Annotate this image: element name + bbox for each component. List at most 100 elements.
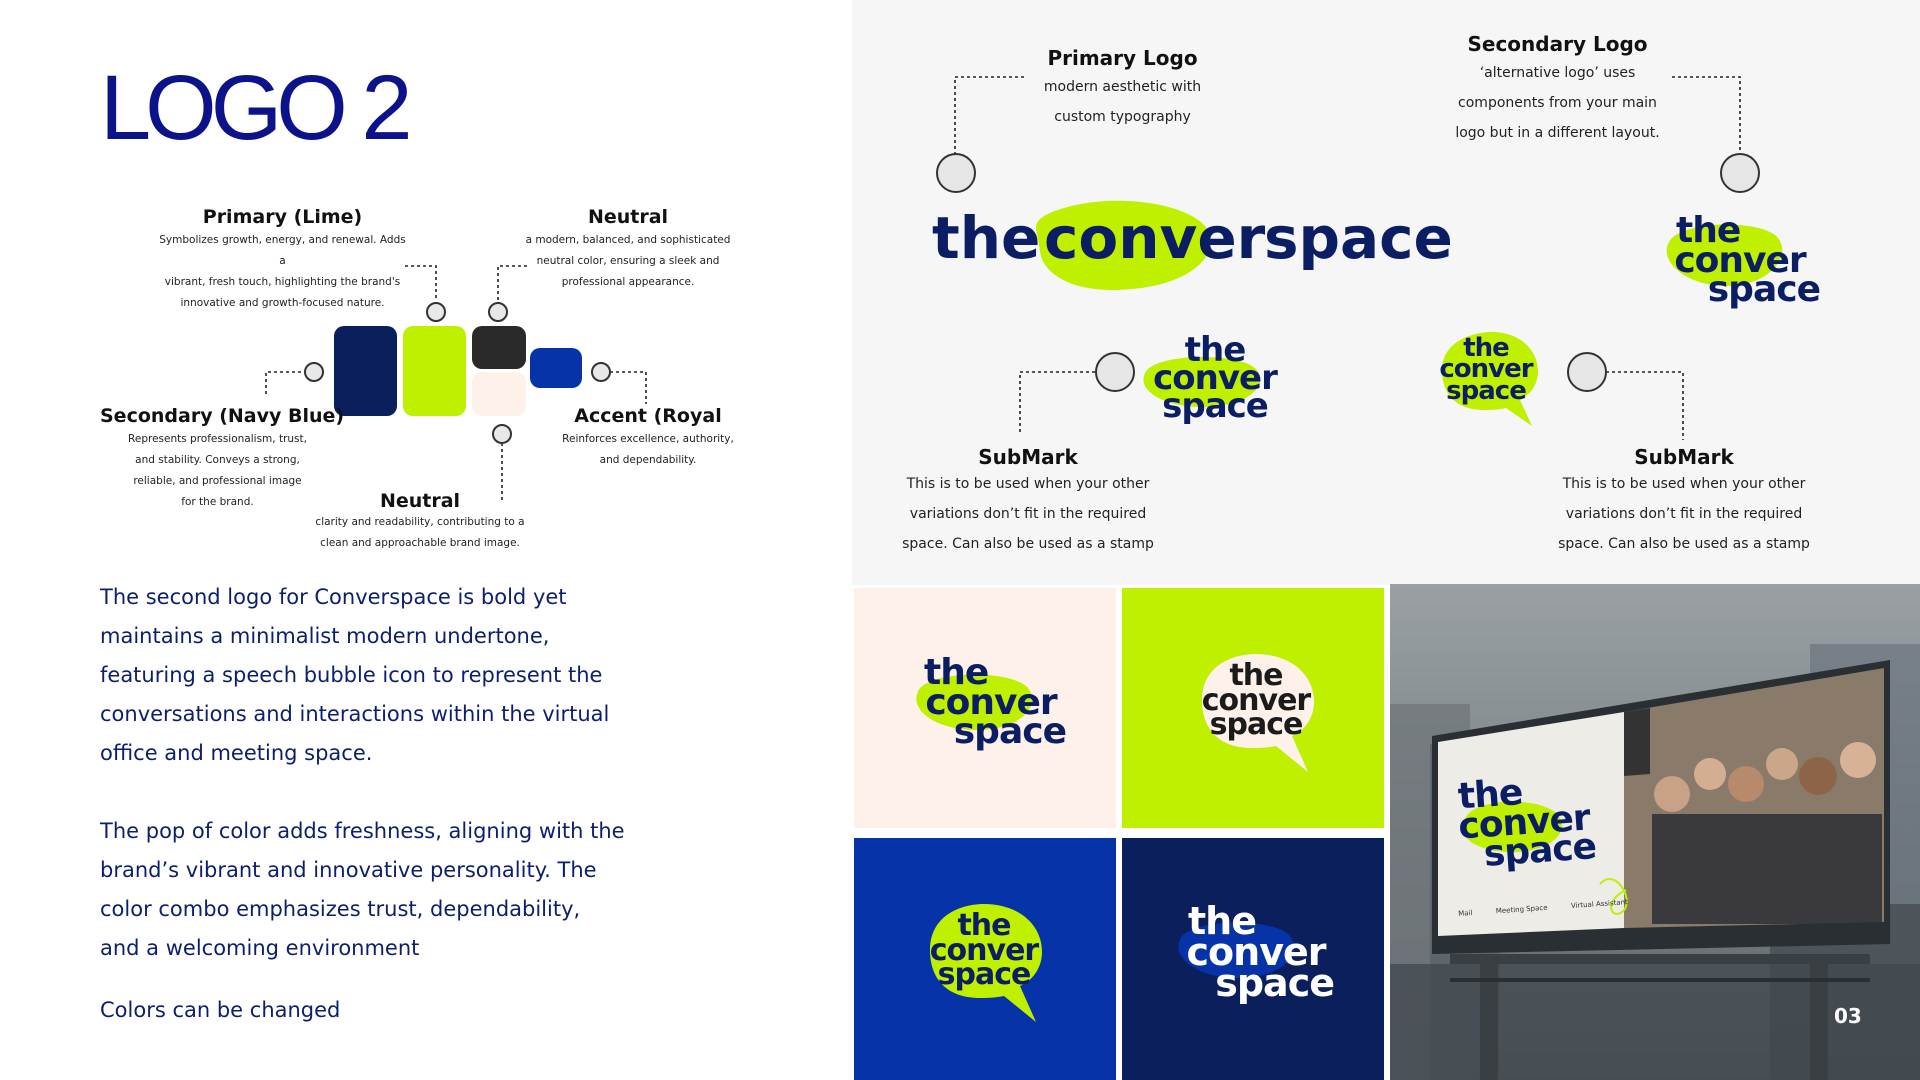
logo-word-space: space <box>1209 707 1304 743</box>
speech-bubble-icon <box>1202 654 1314 772</box>
color-desc-line: reliable, and professional image <box>133 475 302 487</box>
color-title: Accent (Royal <box>574 405 722 427</box>
color-desc-line: vibrant, fresh touch, highlighting the b… <box>164 276 401 288</box>
tile-logo-text: the conver space <box>916 652 1067 753</box>
billboard-logo-text: the conver space <box>1451 772 1598 875</box>
secondary-logo-text: the conver space <box>1660 210 1821 311</box>
label-desc-line: modern aesthetic with <box>1043 79 1202 95</box>
label-secondary-logo: Secondary Logo ‘alternative logo’ uses c… <box>1430 32 1685 148</box>
logo-word-conver: conver <box>1439 354 1533 385</box>
logo-word-conver: conver <box>1186 930 1327 975</box>
connector-dot-neutral-light <box>492 424 512 444</box>
logo-word-space: space <box>1162 385 1269 426</box>
logo-word-the: the <box>1188 899 1257 943</box>
label-desc-line: variations don’t fit in the required <box>909 506 1147 522</box>
billboard-footer-item: Mail <box>1457 908 1473 918</box>
color-title: Secondary (Navy Blue) <box>100 405 345 427</box>
logo-word-the: the <box>1229 658 1283 693</box>
color-desc-line: and stability. Conveys a strong, <box>135 454 300 466</box>
logo-tile-navy: the conver space <box>1122 838 1384 1080</box>
body-paragraph-2: The pop of color adds freshness, alignin… <box>100 812 740 968</box>
logo-word-conver: conver <box>1044 204 1266 272</box>
lime-blob-shape <box>1666 224 1783 286</box>
page-number: 03 <box>1834 1004 1862 1028</box>
logo-word-conver: conver <box>1674 239 1806 281</box>
label-primary-logo: Primary Logo modern aesthetic with custo… <box>1000 46 1245 132</box>
label-submark-1: SubMark This is to be used when your oth… <box>888 445 1168 559</box>
color-desc-line: Symbolizes growth, energy, and renewal. … <box>159 234 406 267</box>
logo-word-the: the <box>924 652 989 693</box>
logo-connectors <box>954 76 1741 440</box>
body-line: conversations and interactions within th… <box>100 702 610 726</box>
swatch-cream <box>472 372 526 416</box>
swatch-royal <box>530 348 582 388</box>
palette-connectors <box>265 265 647 503</box>
label-desc-line: logo but in a different layout. <box>1455 125 1660 141</box>
color-title: Neutral <box>587 206 669 228</box>
label-desc-line: ‘alternative logo’ uses <box>1479 65 1636 81</box>
logo-word-space: space <box>1215 961 1335 1006</box>
label-title: Primary Logo <box>1047 46 1198 70</box>
label-desc-line: custom typography <box>1054 109 1191 125</box>
tile-logo-text: the conver space <box>1192 658 1320 743</box>
logo-word-conver: conver <box>1201 682 1311 718</box>
logo-word-the: the <box>1463 333 1510 363</box>
color-desc-line: neutral color, ensuring a sleek and <box>536 255 720 267</box>
color-neutral-light: Neutral clarity and readability, contrib… <box>310 490 530 554</box>
logo-word-space: space <box>953 711 1067 753</box>
speech-bubble-icon <box>930 904 1042 1022</box>
submark-logo-2: the conver space <box>1432 330 1542 430</box>
connector-dot-submark-1 <box>1095 352 1135 392</box>
logo-word-the: the <box>957 908 1011 943</box>
color-desc-line: professional appearance. <box>561 276 695 288</box>
label-desc-line: components from your main <box>1458 95 1657 111</box>
submark-logo-1: the conver space <box>1140 330 1300 435</box>
tile-logo-text: the conver space <box>920 908 1048 993</box>
lime-blob-shape <box>1143 357 1261 407</box>
logo-tile-royal: the conver space <box>854 838 1116 1080</box>
body-line: brand’s vibrant and innovative personali… <box>100 858 597 882</box>
logo-word-conver: conver <box>1153 357 1278 398</box>
swatch-lime <box>403 326 466 416</box>
speech-bubble-icon <box>1442 332 1538 426</box>
connector-dot-submark-2 <box>1567 352 1607 392</box>
color-primary-lime: Primary (Lime) Symbolizes growth, energy… <box>155 206 410 314</box>
label-title: SubMark <box>1634 445 1734 469</box>
connector-dot-lime <box>426 302 446 322</box>
primary-logo: the conver space <box>932 195 1453 295</box>
logo-word-the: the <box>1184 330 1247 370</box>
body-paragraph-1: The second logo for Converspace is bold … <box>100 578 740 773</box>
color-secondary-navy: Secondary (Navy Blue) Represents profess… <box>100 405 345 513</box>
logo-word-conver: conver <box>929 932 1039 968</box>
logo-word-the: the <box>1676 210 1741 251</box>
color-title: Primary (Lime) <box>202 206 363 228</box>
page-title: LOGO 2 <box>100 57 413 159</box>
label-desc-line: This is to be used when your other <box>906 476 1150 492</box>
logo-word-space: space <box>1707 269 1821 311</box>
connector-dot-neutral-dark <box>488 302 508 322</box>
color-desc-line: clarity and readability, contributing to… <box>315 516 525 528</box>
swatch-charcoal <box>472 326 526 369</box>
label-desc-line: variations don’t fit in the required <box>1565 506 1803 522</box>
billboard-mockup: the conver space Mail Meeting Space Virt… <box>1390 584 1920 1080</box>
logo-word-conver: conver <box>925 681 1057 723</box>
body-line: featuring a speech bubble icon to repres… <box>100 663 603 687</box>
logo-tile-lime: the conver space <box>1122 588 1384 828</box>
lime-blob-shape <box>1036 200 1211 291</box>
logo-word-space: space <box>937 957 1032 993</box>
secondary-logo: the conver space <box>1660 210 1821 312</box>
color-title: Neutral <box>379 490 461 512</box>
connector-dot-royal <box>591 362 611 382</box>
color-desc-line: for the brand. <box>181 496 254 508</box>
royal-blob-shape <box>1178 922 1295 978</box>
lime-blob-shape <box>916 674 1033 730</box>
color-desc-line: clean and approachable brand image. <box>320 537 520 549</box>
body-line: office and meeting space. <box>100 741 373 765</box>
logo-word-space: space <box>1446 375 1527 406</box>
billboard-scene <box>1390 644 1920 1080</box>
logo-word-space: space <box>1264 204 1453 272</box>
label-submark-2: SubMark This is to be used when your oth… <box>1544 445 1824 559</box>
color-desc-line: Reinforces excellence, authority, <box>562 433 734 445</box>
tile-logo-text: the conver space <box>1178 899 1335 1006</box>
swatch-navy <box>334 326 397 416</box>
